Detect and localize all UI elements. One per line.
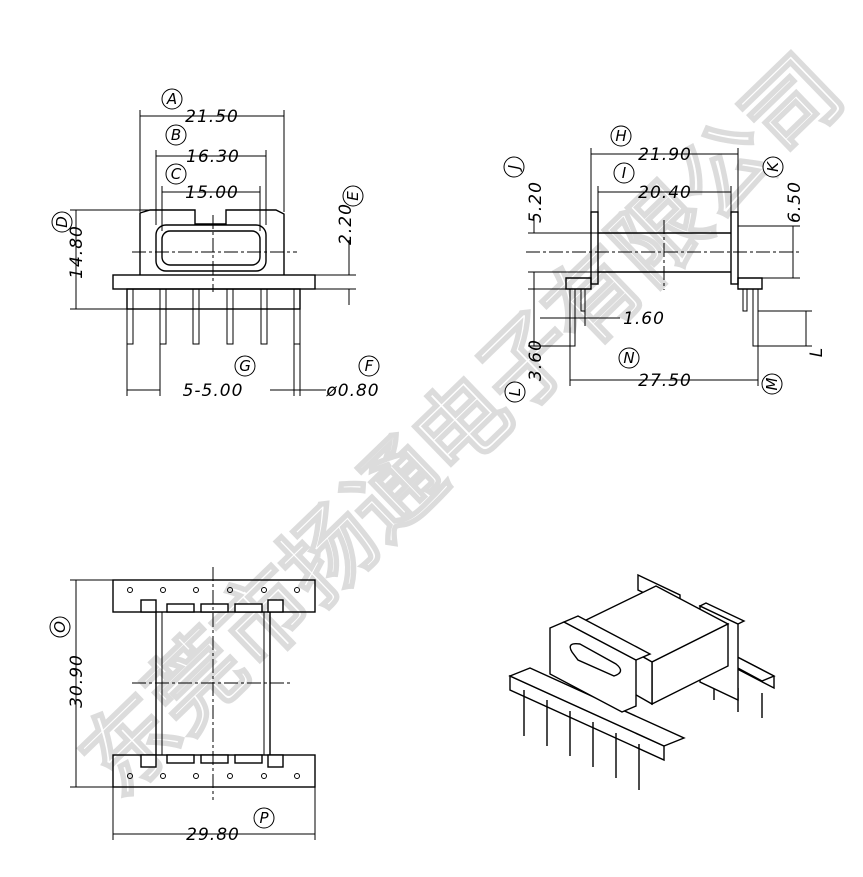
watermark-text: 东莞市扬通电子有限公司 xyxy=(61,36,863,816)
callout-circle-P xyxy=(253,807,275,829)
callout-E: E xyxy=(344,191,362,201)
dim-L: L 3.60 xyxy=(504,288,570,403)
callout-P: P xyxy=(259,809,269,827)
callout-circle-M xyxy=(761,373,783,395)
callout-N: N xyxy=(623,349,634,367)
side-left-base xyxy=(565,277,592,290)
callout-H: H xyxy=(615,127,626,145)
isometric-view xyxy=(508,573,776,790)
callout-M: M xyxy=(763,377,781,390)
iso-front-pins xyxy=(523,690,640,790)
dim-M-value: L xyxy=(807,347,827,357)
dim-G: G 5-5.00 xyxy=(126,344,256,401)
callout-C: C xyxy=(171,165,182,183)
side-left-flange xyxy=(590,211,599,285)
bottom-pin-holes xyxy=(127,587,300,779)
callout-circle-J xyxy=(503,156,525,178)
callout-I: I xyxy=(622,164,627,182)
dim-N: N 27.50 xyxy=(569,346,759,391)
dim-H-value: 21.90 xyxy=(638,145,692,165)
dim-K-value: 6.50 xyxy=(785,181,805,223)
callout-circle-E xyxy=(342,185,364,207)
dim-B-value: 16.30 xyxy=(186,147,240,167)
dim-E-value: 2.20 xyxy=(336,203,356,245)
callout-B: B xyxy=(171,126,181,144)
dim-M: M L xyxy=(758,310,827,395)
dim-pin-offset: 1.60 xyxy=(540,300,665,329)
dim-C: C 15.00 xyxy=(161,163,261,231)
callout-circle-B xyxy=(165,124,187,146)
callout-J: J xyxy=(505,165,523,172)
dim-H: H 21.90 xyxy=(590,125,739,212)
callout-circle-G xyxy=(234,355,256,377)
front-view: A 21.50 B 16.30 C 15.00 D 14. xyxy=(51,88,380,401)
dim-P: P 29.80 xyxy=(112,787,316,845)
callout-F: F xyxy=(365,357,374,375)
dim-A-value: 21.50 xyxy=(185,107,239,127)
dim-G-value: 5-5.00 xyxy=(183,381,244,401)
callout-K: K xyxy=(764,161,782,172)
front-base-plate xyxy=(112,274,316,290)
dim-J: J 5.20 xyxy=(503,156,598,290)
callout-D: D xyxy=(53,216,71,228)
side-right-pin-short xyxy=(742,288,748,312)
bottom-view: O 30.90 P 29.80 xyxy=(49,567,316,845)
callout-circle-A xyxy=(161,88,183,110)
company-watermark: 东莞市扬通电子有限公司 xyxy=(60,35,863,817)
callout-circle-K xyxy=(762,156,784,178)
front-flange xyxy=(139,209,285,275)
side-right-pin xyxy=(752,288,759,347)
callout-circle-I xyxy=(613,162,635,184)
dim-O: O 30.90 xyxy=(49,579,113,788)
callout-circle-O xyxy=(49,616,71,638)
dim-J-value: 5.20 xyxy=(526,181,546,223)
callout-G: G xyxy=(239,357,251,375)
callout-circle-H xyxy=(610,125,632,147)
dim-C-value: 15.00 xyxy=(185,183,239,203)
dim-B: B 16.30 xyxy=(155,124,267,225)
dim-F: F ø0.80 xyxy=(270,344,380,401)
dim-D: D 14.80 xyxy=(51,209,150,310)
dim-D-value: 14.80 xyxy=(67,225,87,279)
callout-A: A xyxy=(166,90,177,108)
dim-I-value: 20.40 xyxy=(638,183,692,203)
dim-P-value: 29.80 xyxy=(186,825,240,845)
dim-O-value: 30.90 xyxy=(67,654,87,708)
side-view: H 21.90 I 20.40 J 5.20 K xyxy=(503,125,827,403)
front-window-outer xyxy=(155,224,267,272)
side-right-flange xyxy=(730,211,739,285)
bottom-bottom-pads xyxy=(140,754,284,768)
callout-L: L xyxy=(506,388,524,396)
dim-A: A 21.50 xyxy=(139,88,285,212)
callout-O: O xyxy=(51,621,69,633)
callout-circle-D xyxy=(51,211,73,233)
side-right-base xyxy=(737,277,763,290)
iso-window xyxy=(569,642,622,677)
dim-E: E 2.20 xyxy=(315,185,364,305)
dim-K: K 6.50 xyxy=(738,156,805,279)
callout-circle-N xyxy=(618,347,640,369)
bottom-top-pads xyxy=(140,599,284,613)
dim-F-value: ø0.80 xyxy=(325,381,379,401)
callout-circle-L xyxy=(504,381,526,403)
dim-N-value: 27.50 xyxy=(638,371,692,391)
callout-circle-C xyxy=(165,163,187,185)
dim-L-value: 3.60 xyxy=(526,339,546,381)
dim-I: I 20.40 xyxy=(597,162,732,233)
dim-pin-offset-value: 1.60 xyxy=(623,309,665,329)
front-window-inner xyxy=(161,230,261,266)
front-pins xyxy=(126,288,301,345)
callout-circle-F xyxy=(358,355,380,377)
